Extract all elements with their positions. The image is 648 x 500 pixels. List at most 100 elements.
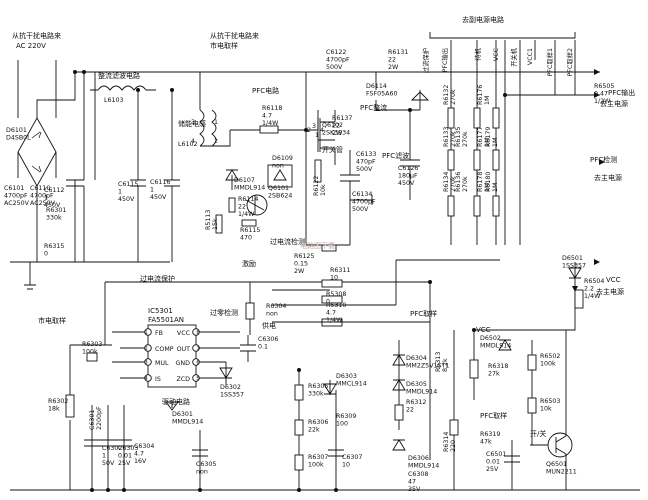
component-label-r6504: 1/4W [584,293,601,300]
component-label-r6178: R6178 [477,172,484,192]
component-label-c6101: 4700pF [4,193,28,200]
component-label-c6115: 450V [118,196,135,203]
component-label-c6302: C6302 [102,445,122,452]
component-label-c6308: 35V [408,486,421,493]
ic-part: FA5501AN [148,316,184,324]
node-mark: 2 [214,138,218,145]
node-mark: 2 [307,127,311,134]
component-label-d6306: MMDL914 [408,463,439,470]
component-label-r5308: 0 [326,299,330,306]
component-label-d6109: non [272,163,284,170]
component-label-d6101: D6101 [6,127,27,134]
component-label-r6504: 2.2 [584,286,594,293]
component-label-r6309: 100 [336,421,348,428]
component-label-r5310: R5310 [326,302,346,309]
component-label-d6101: D4SB0L [6,135,31,142]
node-marks: 1 2 3 4 1 2 3 4 [191,119,324,145]
component-label-r6313: 8.2k [442,358,449,372]
component-label-r6312: 22 [406,407,414,414]
component-label-r6177: 1M [484,138,491,147]
component-label-q6501: Q6501 [546,461,567,468]
component-label-c6305: C6305 [196,461,216,468]
from-antijam-sample-label: 从抗干扰电路来 [210,31,259,40]
component-label-r6136: R6136 [455,172,462,192]
ic-pin-comp: COMP [155,346,174,353]
mains-sample-header: 市电取样 [210,41,238,50]
component-label-r6304: R6304 [266,303,286,310]
ic-pin-1: 1 [144,330,148,336]
component-label-c6306: 0.1 [258,344,268,351]
pfc-detect-label: PFC检测 [590,155,617,164]
component-label-r5310: 1/4W [326,317,343,324]
component-label-c6112: 450V [44,202,61,209]
ic-pin-vcc: VCC [177,330,191,337]
drive-circuit-label: 驱动电路 [162,397,190,406]
component-label-c6133: 470pF [356,159,376,166]
component-label-r6303: R6303 [82,341,102,348]
component-label-c6501: C6501 [486,451,506,458]
node-mark: 1 [315,132,319,139]
node-mark: 1 [214,119,218,126]
component-label-q6101: 2SB624 [268,193,292,200]
component-label-c6126: 180μF [398,173,418,180]
ic-pin-gnd: GND [176,360,191,367]
component-label-d6114: D6114 [366,83,387,90]
pfc-rectify-label: PFC整流 [360,103,387,112]
ic-pin-6: 6 [196,360,200,366]
component-label-c6501: 0.01 [486,459,500,466]
component-label-r6503: R6503 [540,398,560,405]
from-antijam-input-label: 从抗干扰电路来 [12,31,61,40]
component-label-c6101: C6101 [4,185,24,192]
component-label-c6304: 16V [134,458,147,465]
component-label-r6314: 220 [450,440,457,452]
component-label-c6116: 1 [150,187,154,194]
junctions [73,70,507,492]
component-label-c6133: C6133 [356,151,376,158]
bus-pfc-sample-1: PFC取样1 [545,48,554,76]
bus-pfc-sample-2: PFC取样2 [565,48,574,76]
to-main-power-3-label: 去主电源 [596,287,624,296]
ic-fa5501an: IC5301 FA5501AN 1 2 3 4 8 7 6 5 FB COMP … [144,307,200,383]
component-label-q6501: MUN2211 [546,469,577,476]
component-label-c6308: C6308 [408,471,428,478]
component-label-r6318: R6318 [488,363,508,370]
component-label-r6307: 100k [308,462,324,469]
component-label-r6315: 0 [44,251,48,258]
to-main-power-label: 去主电源 [600,99,628,108]
component-label-r6122: R6122 [313,176,320,196]
component-label-c6101: AC250V [4,200,30,207]
component-label-r6180: R6180 [485,172,492,192]
secondary-power-label: 去副电源电路 [462,15,504,24]
component-label-r6305: 330k [308,391,324,398]
component-label-r6114: 22 [238,204,246,211]
component-label-r6301: 330k [46,215,62,222]
component-label-c6122: 500V [326,64,343,71]
component-label-c6110: 4700pF [30,193,54,200]
storage-inductor-label-a: 储能电感 [178,119,206,128]
ic-ref: IC5301 [148,307,173,315]
component-label-c6304: C6304 [134,443,154,450]
pfc-output-label: PFC输出 [608,88,635,97]
component-label-r6306: 22k [308,427,320,434]
switch-tube-label: 开关管 [322,145,343,154]
component-label-d6502: D6502 [480,335,501,342]
component-label-r6176: R6176 [477,85,484,105]
component-label-r6114: R6114 [238,196,258,203]
component-label-d6303: D6303 [336,373,357,380]
component-label-r6132: R6132 [443,85,450,105]
ic-pin-5: 5 [196,376,200,382]
component-label-r6302: R6302 [48,398,68,405]
component-label-d6501: D6501 [562,255,583,262]
component-label-d6305: MMDL914 [406,389,437,396]
component-label-c6303: 0.01 [118,453,132,460]
bus-pfc-output: PFC输出 [440,48,449,72]
component-label-r6319: 47k [480,439,492,446]
ic-pin-fb: FB [155,330,163,337]
vcc-lower-label: VCC [476,326,491,334]
component-label-r6125: 2W [294,268,305,275]
component-label-r5113: 15k [212,218,219,230]
component-label-r5308: R5308 [326,291,346,298]
component-label-d6303: MMCL914 [336,381,367,388]
overcurrent-protect-label: 过电流保护 [140,274,175,283]
component-label-r6134: 270k [450,176,457,192]
